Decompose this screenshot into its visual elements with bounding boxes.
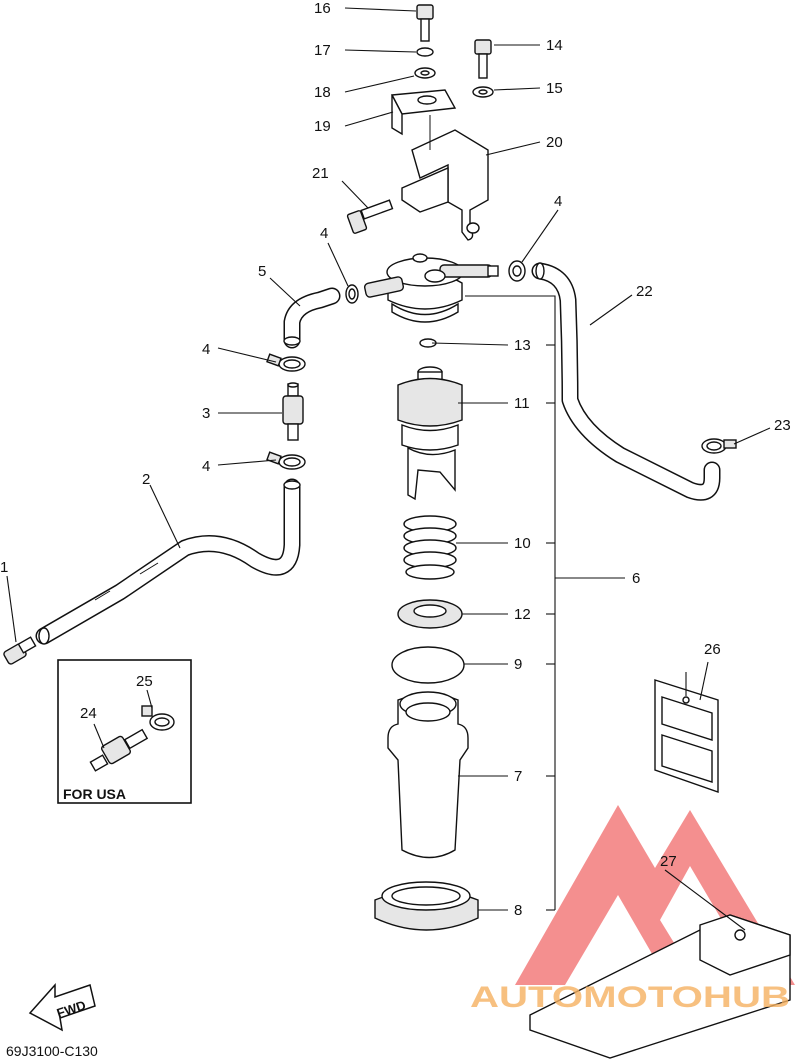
callout-15: 15 xyxy=(546,80,563,97)
part-16-bolt xyxy=(416,4,434,42)
callout-8: 8 xyxy=(514,902,522,919)
part-15-washer xyxy=(472,86,494,98)
callout-17: 17 xyxy=(314,42,331,59)
part-1-plug xyxy=(3,636,37,665)
callout-24: 24 xyxy=(80,705,97,722)
part-27-bag xyxy=(529,914,791,1059)
diagram-code: 69J3100-C130 xyxy=(6,1043,98,1059)
part-23-clip xyxy=(701,438,737,454)
callout-2: 2 xyxy=(142,471,150,488)
part-14-bolt xyxy=(474,39,492,79)
part-25-clip xyxy=(141,705,175,731)
fwd-arrow-icon: FWD xyxy=(28,983,96,1032)
callout-12: 12 xyxy=(514,606,531,623)
callout-4-upper: 4 xyxy=(202,341,210,358)
watermark-text: AUTOMOTOHUB xyxy=(470,981,790,1014)
callout-1: 1 xyxy=(0,559,8,576)
part-22-fuel-hose xyxy=(531,262,721,501)
part-2-fuel-hose xyxy=(35,478,301,645)
callout-9: 9 xyxy=(514,656,522,673)
callout-18: 18 xyxy=(314,84,331,101)
part-3-joint xyxy=(282,382,304,441)
callout-27: 27 xyxy=(660,853,677,870)
leader-lines xyxy=(6,7,771,931)
filter-head xyxy=(364,253,499,323)
callout-3: 3 xyxy=(202,405,210,422)
callout-6: 6 xyxy=(632,570,640,587)
inset-caption: FOR USA xyxy=(63,786,126,802)
part-9-o-ring xyxy=(391,646,465,684)
callout-22: 22 xyxy=(636,283,653,300)
callout-10: 10 xyxy=(514,535,531,552)
part-4-clip-head-right xyxy=(508,260,526,282)
part-5-hose xyxy=(283,287,341,349)
callout-4-head-right: 4 xyxy=(554,193,562,210)
part-4-clip-lower xyxy=(266,451,306,470)
part-11-filter-element xyxy=(397,366,463,501)
part-10-spring xyxy=(403,515,457,580)
callout-16: 16 xyxy=(314,0,331,17)
callout-25: 25 xyxy=(136,673,153,690)
part-8-nut xyxy=(374,881,479,931)
callout-labels: 16 17 18 19 21 14 15 20 4 4 5 4 3 4 2 1 … xyxy=(0,0,791,919)
part-26-label xyxy=(654,679,719,793)
callout-7: 7 xyxy=(514,768,522,785)
callout-26: 26 xyxy=(704,641,721,658)
part-19-plate xyxy=(390,89,457,136)
callout-13: 13 xyxy=(514,337,531,354)
part-18-washer xyxy=(414,67,436,79)
part-7-filter-cup xyxy=(387,691,469,859)
callout-5: 5 xyxy=(258,263,266,280)
callout-14: 14 xyxy=(546,37,563,54)
part-24-joint xyxy=(89,728,149,772)
callout-21: 21 xyxy=(312,165,329,182)
assembly-6-bracket-line xyxy=(465,295,625,911)
part-4-clip-head-left xyxy=(345,284,359,304)
part-21-bolt xyxy=(346,199,394,234)
callout-11: 11 xyxy=(514,395,530,412)
callout-4-lower: 4 xyxy=(202,458,210,475)
callout-4-head-left: 4 xyxy=(320,225,328,242)
callout-20: 20 xyxy=(546,134,563,151)
part-4-clip-upper xyxy=(266,353,306,372)
part-12-gasket xyxy=(397,599,463,629)
inset-for-usa: FOR USA xyxy=(57,659,192,804)
watermark-logo xyxy=(515,805,795,985)
part-17-washer xyxy=(416,47,434,57)
callout-19: 19 xyxy=(314,118,331,135)
part-20-bracket xyxy=(401,115,489,241)
callout-23: 23 xyxy=(774,417,791,434)
